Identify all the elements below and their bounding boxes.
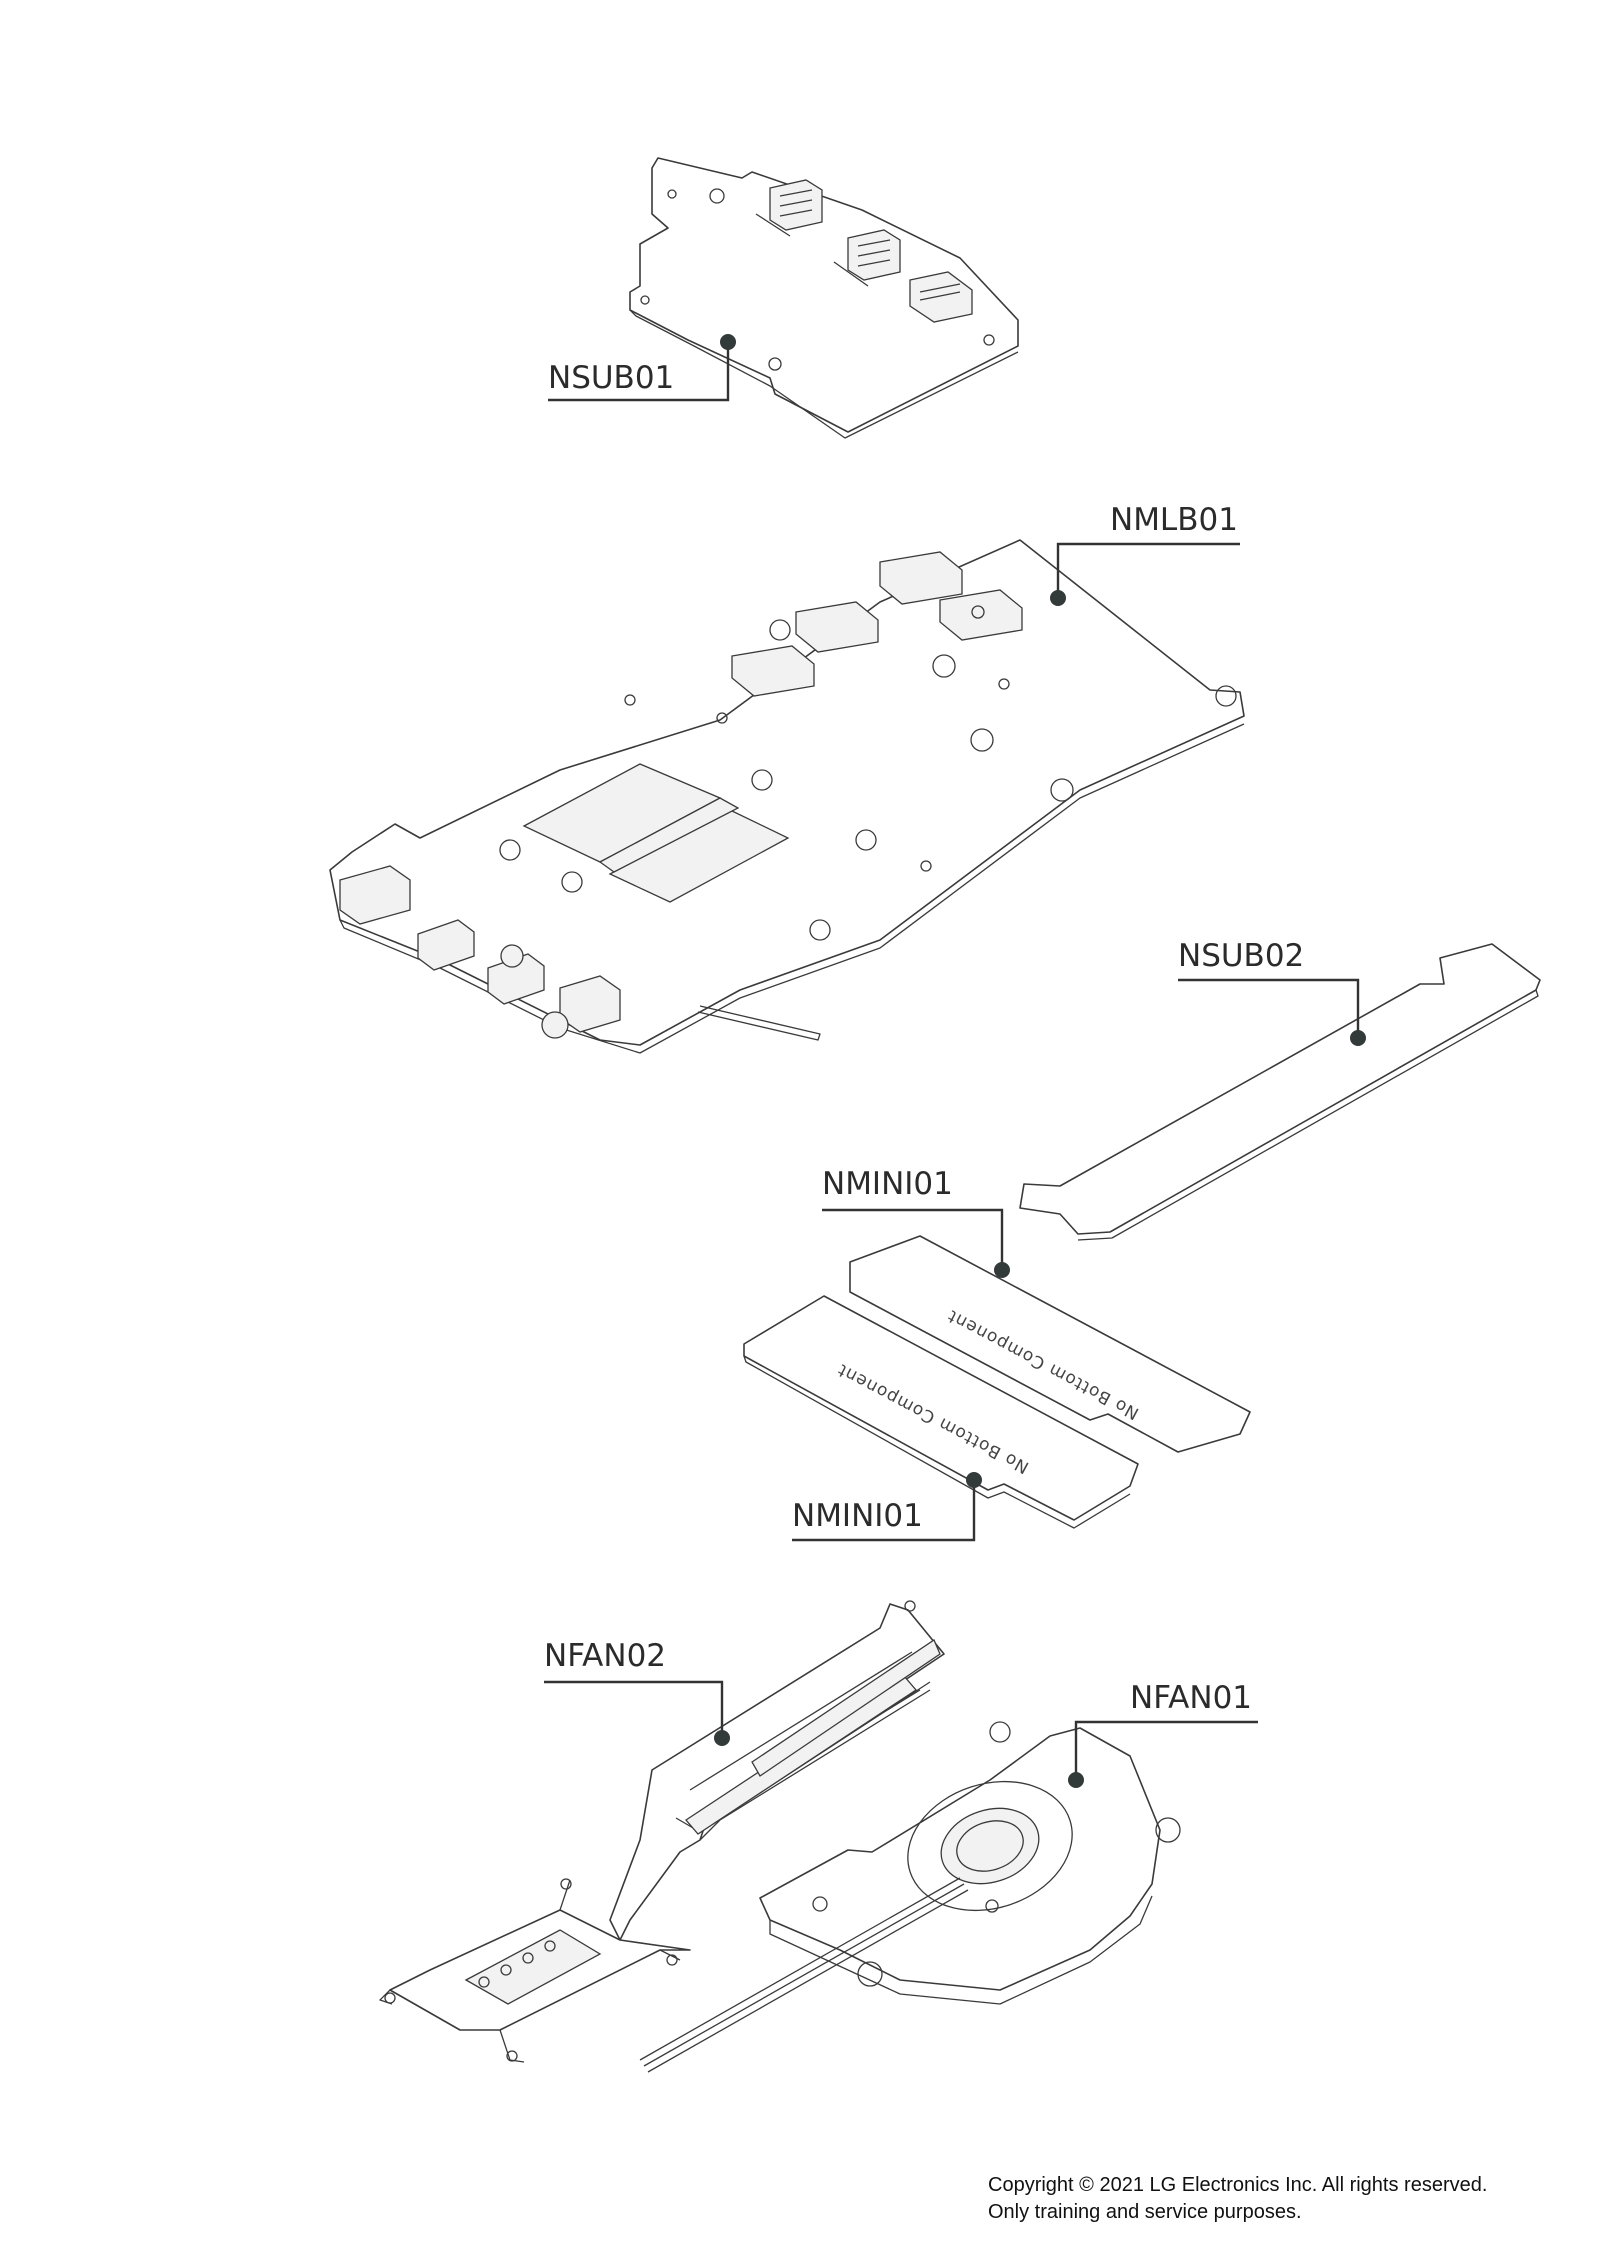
copyright-notice: Copyright © 2021 LG Electronics Inc. All…	[988, 2172, 1487, 2226]
callout-nfan02: NFAN02	[544, 1638, 730, 1746]
nmini01-memory-modules: No Bottom Component No Bottom Component	[743, 1235, 1251, 1529]
callout-nmini01-bottom: NMINI01	[792, 1472, 982, 1542]
callout-nfan01: NFAN01	[1068, 1680, 1258, 1788]
fan-impeller	[907, 1780, 1073, 1912]
nfan02-label: NFAN02	[544, 1638, 666, 1674]
nsub02-label: NSUB02	[1178, 938, 1304, 974]
nmlb01-label: NMLB01	[1110, 502, 1238, 538]
callout-nmlb01: NMLB01	[1050, 502, 1240, 606]
nsub02-flex-cable	[1019, 943, 1541, 1241]
nsub01-label: NSUB01	[548, 360, 674, 396]
nmini01-top-label: NMINI01	[822, 1166, 953, 1202]
heatsink-fins	[685, 1639, 941, 1835]
callout-nsub02: NSUB02	[1178, 938, 1366, 1046]
standoffs	[499, 605, 1237, 941]
card-slot	[909, 271, 973, 323]
callout-nmini01-top: NMINI01	[822, 1166, 1010, 1278]
ssd-slot-area	[522, 763, 790, 903]
nmlb01-main-board	[329, 539, 1245, 1054]
copyright-line: Copyright © 2021 LG Electronics Inc. All…	[988, 2174, 1488, 2196]
io-ports	[339, 865, 621, 1039]
nfan01-label: NFAN01	[1130, 1680, 1252, 1716]
nmini01-bottom-label: NMINI01	[792, 1498, 923, 1534]
usb-port-2	[833, 229, 901, 287]
usb-port-1	[755, 179, 823, 237]
usage-notice-line: Only training and service purposes.	[988, 2201, 1302, 2223]
nsub01-sub-board	[629, 157, 1019, 439]
nfan01-fan	[639, 1721, 1181, 2073]
nfan02-heatsink	[379, 1600, 945, 2063]
callout-nsub01: NSUB01	[548, 334, 736, 402]
memory-chips	[731, 551, 1023, 697]
